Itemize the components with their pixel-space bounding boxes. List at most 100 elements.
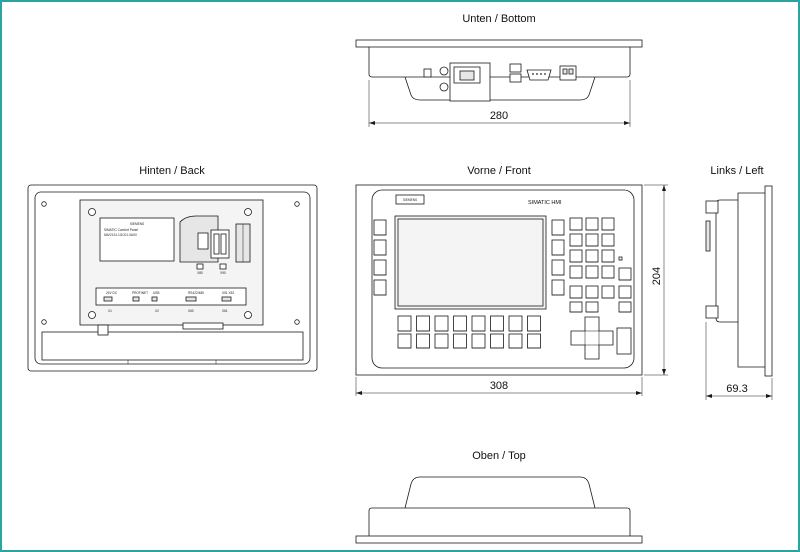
function-key-bottom [453,333,467,349]
function-key-right [551,259,565,276]
back-clip-left [97,324,109,336]
bottom-function-keys [397,315,541,349]
terminal-block-icon [559,65,577,81]
left-view-title: Links / Left [710,165,763,177]
function-key-bottom [434,315,449,332]
back-model-text: SIMATIC Comfort Panel [104,228,138,232]
function-key-left [373,279,387,296]
front-brand-text: SIEMENS [403,198,417,202]
enter-key [616,327,632,355]
left-depth-dimension: 69.3 [726,383,747,395]
back-view: Hinten / Back SIEMENS SIMATIC Comfort Pa… [27,165,318,372]
bottom-view-title: Unten / Bottom [462,13,535,25]
bottom-housing [368,47,631,78]
keypad-key [585,301,599,313]
top-view: Oben / Top [355,450,643,544]
keypad-key [585,249,599,263]
label-x60: X60 [188,309,194,313]
front-display [394,215,547,310]
function-key-left [373,219,387,236]
bottom-front-bezel [355,39,643,48]
front-width-dimension: 308 [490,380,508,392]
keypad-key [618,285,632,299]
front-height-dimension: 204 [651,267,663,285]
top-housing [368,507,631,536]
label-io: X51 X52 [222,291,234,295]
label-24v: 24V DC [106,291,118,295]
front-product-label: SIMATIC HMI [528,200,562,206]
function-key-left [373,239,387,256]
keypad-key [618,301,632,313]
power-connector-icon [439,66,449,76]
left-front-bezel [764,185,773,377]
keypad-key [569,265,583,279]
back-brand-text: SIEMENS [130,222,144,226]
bottom-width-dimension: 280 [490,110,508,122]
function-key-bottom [527,315,541,332]
front-brand-box [395,194,425,205]
keypad-key [585,265,599,279]
left-clip-top [705,200,719,214]
keypad-led [618,256,623,261]
function-key-bottom [416,333,430,349]
label-x80: X80 [197,271,203,275]
function-key-bottom [397,315,412,332]
function-key-bottom [453,315,467,332]
front-inner-frame [371,189,635,369]
function-key-bottom [527,333,541,349]
function-key-bottom [416,315,430,332]
function-key-right [551,279,565,296]
left-clip-bottom [705,305,719,319]
keypad-key [569,285,583,299]
left-view: Links / Left 69.3 [705,165,773,400]
function-key-left [373,259,387,276]
keypad-key [585,217,599,231]
numeric-keypad [569,217,632,313]
back-bottom-ports [182,322,224,330]
sd-slot-icon [197,232,209,250]
label-x90: X90 [220,271,226,275]
function-key-right [551,239,565,256]
back-view-title: Hinten / Back [139,165,205,177]
keypad-key [569,233,583,247]
label-x1: X1 [108,309,112,313]
function-key-bottom [508,333,523,349]
keypad-key [585,285,599,299]
keypad-key [601,265,615,279]
function-key-bottom [490,315,504,332]
label-ethernet: PROFINET [132,291,148,295]
keypad-key [585,233,599,247]
label-usb: USB [153,291,160,295]
keypad-key [569,301,583,313]
label-x2: X2 [155,309,159,313]
power-terminal-icon [439,82,449,92]
keypad-key [601,249,615,263]
top-front-bezel [355,535,643,544]
function-key-bottom [471,333,486,349]
label-rs: RS422/485 [188,291,204,295]
front-display-active-area [397,218,544,307]
bottom-view: Unten / Bottom 280 [355,13,643,127]
type-label-plate [99,217,175,262]
left-function-keys [373,219,387,296]
ethernet-port-inner [459,70,475,81]
back-lower-recess [41,331,304,361]
left-side-port [705,220,711,252]
left-rear-bulge [715,199,738,323]
function-key-bottom [397,333,412,349]
top-rear-bulge [404,476,596,509]
keypad-key [601,285,615,299]
front-view-title: Vorne / Front [467,165,531,177]
keypad-key [569,217,583,231]
right-function-keys [551,219,565,296]
function-key-bottom [490,333,504,349]
front-view: Vorne / Front SIEMENS SIMATIC HMI 308 20… [355,165,668,396]
left-housing [737,192,765,368]
keypad-key [618,267,632,281]
keypad-key [569,249,583,263]
keypad-key [601,233,615,247]
back-inner-frame [34,191,311,365]
function-key-bottom [471,315,486,332]
label-x61: X61 [222,309,228,313]
